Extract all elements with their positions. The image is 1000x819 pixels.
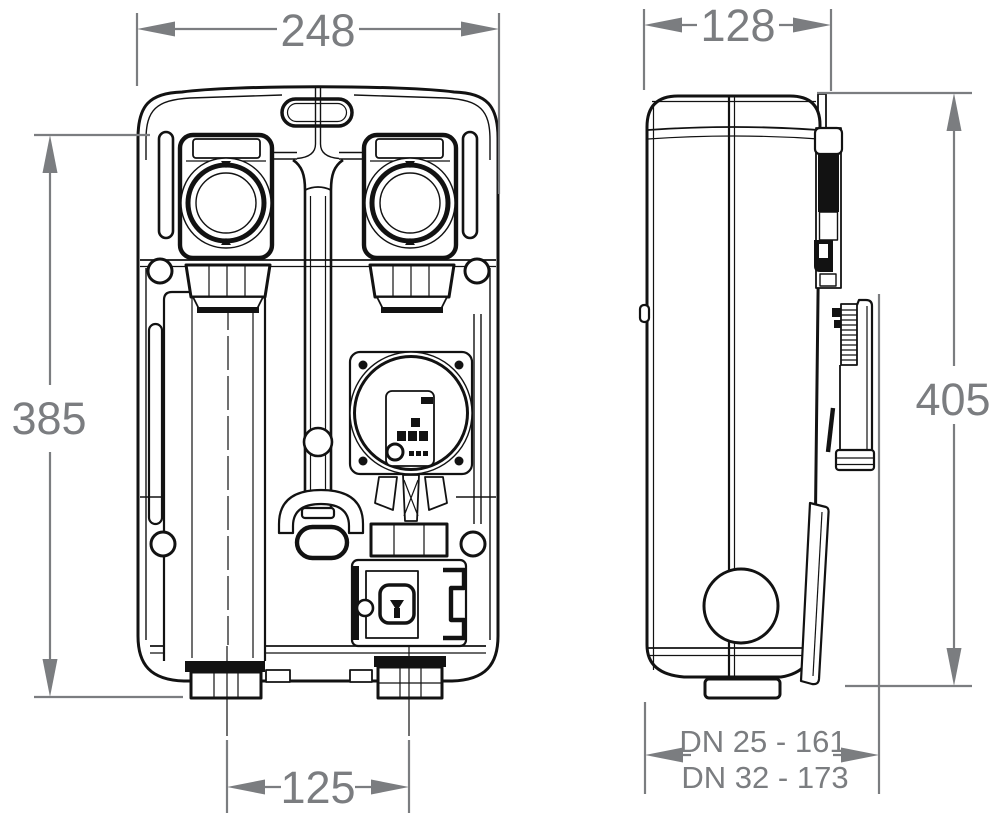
dim-overall-height-label: 405 xyxy=(915,374,990,425)
side-shell xyxy=(645,94,822,679)
dim-side-depth-label: 128 xyxy=(700,0,775,51)
circulation-pump xyxy=(348,350,474,522)
wall-clip xyxy=(638,303,651,324)
union-nut-right xyxy=(368,263,456,313)
bottom-connection-right xyxy=(374,656,446,700)
side-cover-panel xyxy=(799,501,830,686)
pipe-sensor-port xyxy=(302,426,334,458)
screw-hole xyxy=(459,530,487,558)
dim-front-height: 385 xyxy=(11,133,183,699)
dim-depth-dn: DN 25 - 161 DN 32 - 173 xyxy=(643,294,881,795)
union-nut-left xyxy=(184,263,272,313)
screw-hole xyxy=(146,257,174,285)
ball-valve-right xyxy=(361,132,459,261)
ball-valve-left xyxy=(177,132,275,261)
pump-connector xyxy=(813,126,844,289)
dim-depth-dn25-label: DN 25 - 161 xyxy=(679,724,846,759)
dim-pipe-spacing-label: 125 xyxy=(280,762,355,813)
dim-front-width-label: 248 xyxy=(280,5,355,56)
dim-side-depth: 128 xyxy=(642,0,833,91)
side-knob xyxy=(702,567,780,645)
front-view xyxy=(136,85,500,700)
side-view xyxy=(638,93,876,700)
dim-front-width: 248 xyxy=(135,5,501,194)
screw-hole xyxy=(463,257,491,285)
carry-handle-slot xyxy=(280,97,354,128)
dim-front-height-label: 385 xyxy=(11,393,86,444)
dim-overall-height: 405 xyxy=(817,91,991,688)
side-foot xyxy=(703,677,782,700)
dimension-annotations: 248 128 385 405 xyxy=(11,0,991,813)
bottom-connection-left xyxy=(185,661,265,700)
supply-pipe-column xyxy=(147,290,267,661)
mounting-slot xyxy=(294,524,350,561)
dim-depth-dn32-label: DN 32 - 173 xyxy=(681,760,848,795)
screw-hole xyxy=(149,530,177,558)
thermostat-head xyxy=(825,298,876,472)
pipe-bracket-arch xyxy=(277,488,365,535)
center-pipe xyxy=(300,186,336,520)
dim-pipe-spacing: 125 xyxy=(225,646,411,813)
check-valve-assembly xyxy=(350,522,468,648)
